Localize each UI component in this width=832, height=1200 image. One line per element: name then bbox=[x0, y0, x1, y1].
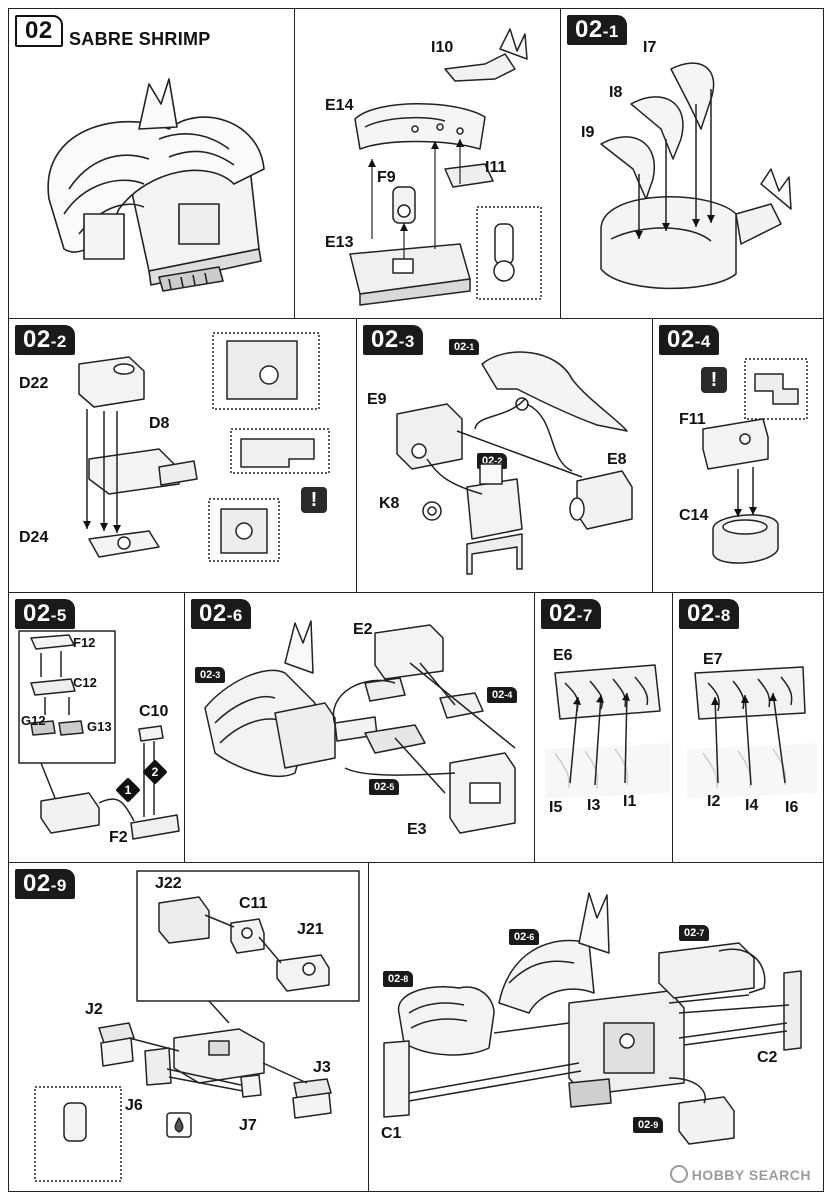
reference-tag-02-1: 02-1 bbox=[449, 339, 480, 355]
page-title: SABRE SHRIMP bbox=[69, 29, 211, 49]
arm-body-assembly-illustration bbox=[204, 620, 516, 834]
part-label-k8: K8 bbox=[379, 495, 400, 512]
step-number: 02-7 bbox=[541, 599, 601, 629]
part-label-i9: I9 bbox=[581, 124, 595, 141]
panel-step-02-3: 02-3 02-1 02-2 E9 E8 K8 bbox=[356, 318, 654, 594]
part-label-i4: I4 bbox=[745, 797, 759, 814]
shell-assembly-illustration bbox=[349, 28, 542, 306]
tread-assembly-illustration bbox=[18, 630, 180, 840]
fin-assembly-illustration bbox=[600, 62, 792, 290]
step-number: 02 bbox=[15, 15, 63, 47]
part-label-j6: J6 bbox=[125, 1097, 143, 1114]
reference-tag-02-3: 02-3 bbox=[195, 667, 226, 683]
order-marker-2: 2 bbox=[142, 759, 168, 785]
part-label-c2: C2 bbox=[757, 1049, 778, 1066]
part-label-j3: J3 bbox=[313, 1059, 331, 1076]
part-label-i10: I10 bbox=[431, 39, 454, 56]
part-label-c12: C12 bbox=[73, 675, 97, 690]
part-label-e2: E2 bbox=[353, 621, 373, 638]
part-label-i8: I8 bbox=[609, 84, 623, 101]
watermark-logo-icon bbox=[669, 1165, 688, 1183]
panel-final-assembly: 02-6 02-7 02-8 02-9 bbox=[368, 862, 824, 1192]
reference-tag-02-6: 02-6 bbox=[509, 929, 540, 945]
order-marker-1: 1 bbox=[115, 777, 141, 803]
reference-tag-02-5: 02-5 bbox=[369, 779, 400, 795]
part-label-j2: J2 bbox=[85, 1001, 103, 1018]
step-number: 02-6 bbox=[191, 599, 251, 629]
part-label-g13: G13 bbox=[87, 719, 112, 734]
tail-assembly-illustration bbox=[34, 870, 360, 1182]
warning-icon: ! bbox=[301, 487, 327, 513]
part-label-i3: I3 bbox=[587, 797, 601, 814]
panel-step-02-base: I10 E14 I11 F9 E13 bbox=[294, 8, 562, 320]
part-label-c10: C10 bbox=[139, 703, 169, 720]
part-label-d8: D8 bbox=[149, 415, 170, 432]
part-label-c11: C11 bbox=[239, 895, 268, 912]
part-label-e14: E14 bbox=[325, 97, 354, 114]
panel-step-02-6: 02-6 02-3 02-4 02-5 E2 bbox=[184, 592, 536, 864]
step-number: 02-2 bbox=[15, 325, 75, 355]
part-label-e8: E8 bbox=[607, 451, 627, 468]
part-label-e9: E9 bbox=[367, 391, 387, 408]
part-label-i7: I7 bbox=[643, 39, 657, 56]
part-label-i5: I5 bbox=[549, 799, 563, 816]
part-label-f2: F2 bbox=[109, 829, 128, 846]
reference-tag-02-7: 02-7 bbox=[679, 925, 710, 941]
final-assembly-illustration bbox=[383, 892, 802, 1145]
part-label-j7: J7 bbox=[239, 1117, 257, 1134]
panel-step-02: 02 SABRE SHRIMP bbox=[8, 8, 296, 320]
reference-tag-02-8: 02-8 bbox=[383, 971, 414, 987]
socket-assembly-illustration bbox=[702, 358, 808, 564]
joint-assembly-illustration bbox=[78, 332, 330, 562]
part-label-c1: C1 bbox=[381, 1125, 402, 1142]
part-label-e6: E6 bbox=[553, 647, 573, 664]
panel-step-02-5: 02-5 F12 C12 G12 G13 C10 F2 1 bbox=[8, 592, 186, 864]
part-label-g12: G12 bbox=[21, 713, 46, 728]
sabre-shrimp-illustration bbox=[47, 78, 265, 292]
part-label-f12: F12 bbox=[73, 635, 96, 650]
part-label-i11: I11 bbox=[485, 159, 507, 176]
side-shell-right-illustration bbox=[687, 666, 818, 799]
part-label-d22: D22 bbox=[19, 375, 49, 392]
part-label-e3: E3 bbox=[407, 821, 427, 838]
side-shell-left-illustration bbox=[545, 664, 670, 799]
part-label-f11: F11 bbox=[679, 411, 706, 428]
part-label-e13: E13 bbox=[325, 234, 354, 251]
part-label-c14: C14 bbox=[679, 507, 709, 524]
watermark: HOBBY SEARCH bbox=[669, 1165, 811, 1183]
part-label-j21: J21 bbox=[297, 921, 324, 938]
panel-step-02-2: 02-2 bbox=[8, 318, 358, 594]
step-number: 02-8 bbox=[679, 599, 739, 629]
step-number: 02-5 bbox=[15, 599, 75, 629]
part-label-f9: F9 bbox=[377, 169, 396, 186]
panel-step-02-9: 02-9 bbox=[8, 862, 370, 1192]
warning-icon: ! bbox=[701, 367, 727, 393]
reference-tag-02-9: 02-9 bbox=[633, 1117, 664, 1133]
panel-step-02-7: 02-7 E6 I5 I3 I1 bbox=[534, 592, 674, 864]
step-number: 02-1 bbox=[567, 15, 627, 45]
panel-step-02-1: 02-1 I7 I8 I9 bbox=[560, 8, 824, 320]
step-number: 02-4 bbox=[659, 325, 719, 355]
part-label-i6: I6 bbox=[785, 799, 799, 816]
panel-step-02-4: 02-4 ! F11 C14 bbox=[652, 318, 824, 594]
step-number: 02-9 bbox=[15, 869, 75, 899]
arm-assembly-illustration bbox=[396, 351, 633, 575]
part-label-d24: D24 bbox=[19, 529, 49, 546]
part-label-j22: J22 bbox=[155, 875, 182, 892]
part-label-i1: I1 bbox=[623, 793, 637, 810]
part-label-e7: E7 bbox=[703, 651, 723, 668]
reference-tag-02-4: 02-4 bbox=[487, 687, 518, 703]
step-number: 02-3 bbox=[363, 325, 423, 355]
panel-step-02-8: 02-8 E7 I2 I4 I6 bbox=[672, 592, 824, 864]
part-label-i2: I2 bbox=[707, 793, 721, 810]
